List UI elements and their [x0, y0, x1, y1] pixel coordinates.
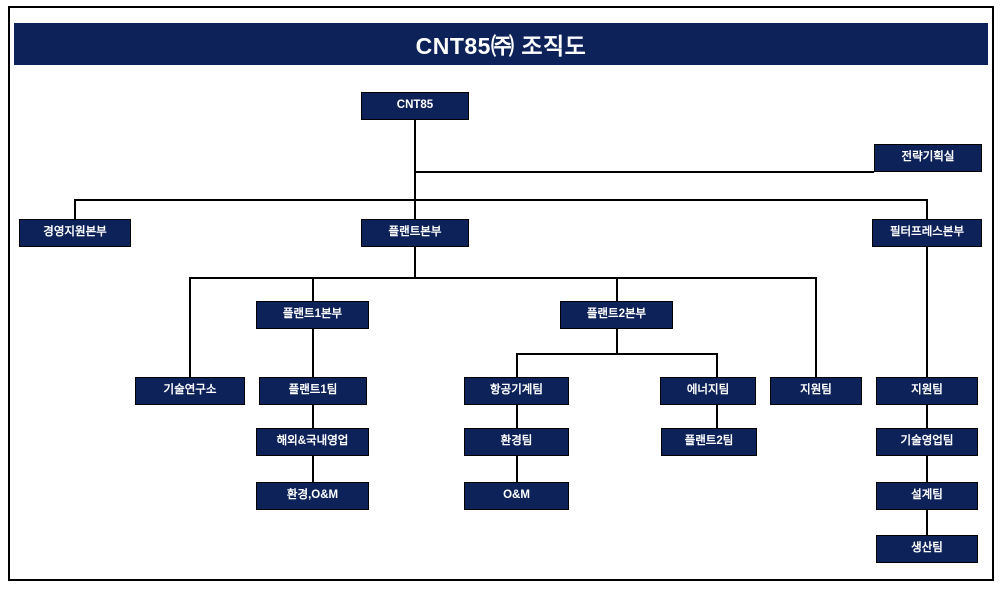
connector-filterpress-to-support: [926, 247, 928, 377]
connector-drop-aero: [516, 353, 518, 377]
node-support-plant[interactable]: 지원팀: [770, 377, 862, 405]
node-tech-sales[interactable]: 기술영업팀: [876, 428, 978, 456]
connector-plant2hq-bus: [516, 353, 718, 355]
node-mgmt-support[interactable]: 경영지원본부: [19, 219, 131, 247]
node-design[interactable]: 설계팀: [876, 482, 978, 510]
connector-drop-plant-hq: [414, 199, 416, 219]
connector-to-strategy: [414, 171, 874, 173]
connector-drop-filterpress: [926, 199, 928, 219]
connector-plant2hq-stem: [616, 329, 618, 354]
node-cnt85[interactable]: CNT85: [361, 92, 469, 120]
node-support-filterpress[interactable]: 지원팀: [876, 377, 978, 405]
node-plant2-hq[interactable]: 플랜트2본부: [560, 301, 673, 329]
node-plant-hq[interactable]: 플랜트본부: [361, 219, 469, 247]
connector-envteam-to-om: [516, 456, 518, 482]
connector-drop-mgmt-support: [74, 199, 76, 219]
connector-plant1hq-to-plant1team: [312, 329, 314, 377]
connector-techsales-to-design: [926, 456, 928, 482]
node-filterpress[interactable]: 필터프레스본부: [872, 219, 982, 247]
connector-design-to-production: [926, 510, 928, 535]
node-env-team[interactable]: 환경팀: [464, 428, 569, 456]
connector-drop-plant1-hq: [312, 277, 314, 301]
connector-drop-tech-lab: [189, 277, 191, 377]
node-plant1-hq[interactable]: 플랜트1본부: [256, 301, 369, 329]
connector-sales-to-envom: [312, 456, 314, 482]
node-om[interactable]: O&M: [464, 482, 569, 510]
connector-support-to-techsales: [926, 405, 928, 428]
connector-energy-to-plant2team: [716, 405, 718, 428]
node-strategy[interactable]: 전략기획실: [874, 144, 982, 172]
node-production[interactable]: 생산팀: [876, 535, 978, 563]
connector-cnt85-stem: [414, 120, 416, 201]
node-plant1-team[interactable]: 플랜트1팀: [259, 377, 367, 405]
connector-level1-bus: [74, 199, 928, 201]
node-energy[interactable]: 에너지팀: [660, 377, 756, 405]
connector-drop-energy: [716, 353, 718, 377]
node-tech-lab[interactable]: 기술연구소: [135, 377, 245, 405]
node-sales[interactable]: 해외&국내영업: [256, 428, 369, 456]
connector-plant-hq-bus: [189, 277, 817, 279]
connector-plant-hq-stem: [414, 247, 416, 278]
page-title: CNT85㈜ 조직도: [14, 23, 988, 65]
node-env-om[interactable]: 환경,O&M: [256, 482, 369, 510]
node-aero[interactable]: 항공기계팀: [464, 377, 569, 405]
connector-drop-support-plant: [815, 277, 817, 377]
connector-drop-plant2-hq: [616, 277, 618, 301]
node-plant2-team[interactable]: 플랜트2팀: [661, 428, 757, 456]
connector-plant1team-to-sales: [312, 405, 314, 428]
connector-aero-to-envteam: [516, 405, 518, 428]
